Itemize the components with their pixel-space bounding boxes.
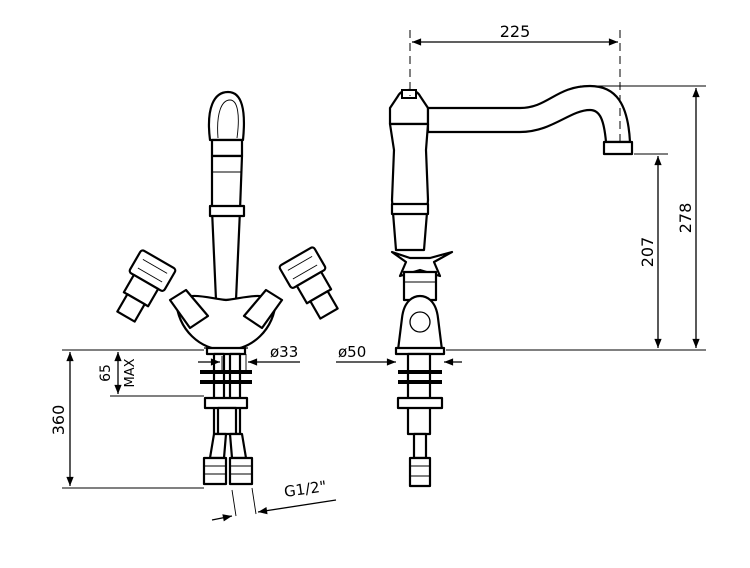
- dimension-hose-length: 360: [49, 349, 204, 489]
- dim-360-label: 360: [49, 405, 68, 436]
- dim-207-label: 207: [638, 237, 657, 268]
- side-column: [388, 122, 430, 252]
- side-base: [396, 294, 444, 352]
- dim-65-label: 65: [98, 364, 114, 382]
- dim-ø50-label: ø50: [338, 343, 366, 361]
- dim-thread-label: G1/2": [283, 477, 328, 501]
- dim-max-label: MAX: [123, 358, 138, 387]
- dim-278-label: 278: [676, 203, 695, 234]
- front-hoses: [200, 352, 254, 486]
- dimension-spout-height: 207: [634, 153, 668, 349]
- front-top-lever: [207, 90, 245, 142]
- dimension-spout-reach: 225: [409, 22, 621, 145]
- dimension-total-height: 278: [446, 85, 706, 351]
- dimension-diameter-50: ø50: [336, 343, 462, 366]
- side-spout: [426, 84, 632, 144]
- side-view: [388, 84, 634, 488]
- dim-ø33-label: ø33: [270, 343, 298, 361]
- dimension-thread: G1/2": [211, 477, 337, 522]
- front-body: [210, 154, 244, 302]
- front-right-handle: [278, 246, 339, 320]
- side-hose: [396, 352, 444, 488]
- dimension-deck-thickness: 65 MAX: [98, 349, 204, 397]
- front-left-handle: [116, 249, 177, 323]
- side-cross-handle: [390, 250, 454, 302]
- dimension-diameter-33: ø33: [198, 343, 300, 372]
- dim-225-label: 225: [500, 22, 531, 41]
- front-view: [116, 90, 339, 486]
